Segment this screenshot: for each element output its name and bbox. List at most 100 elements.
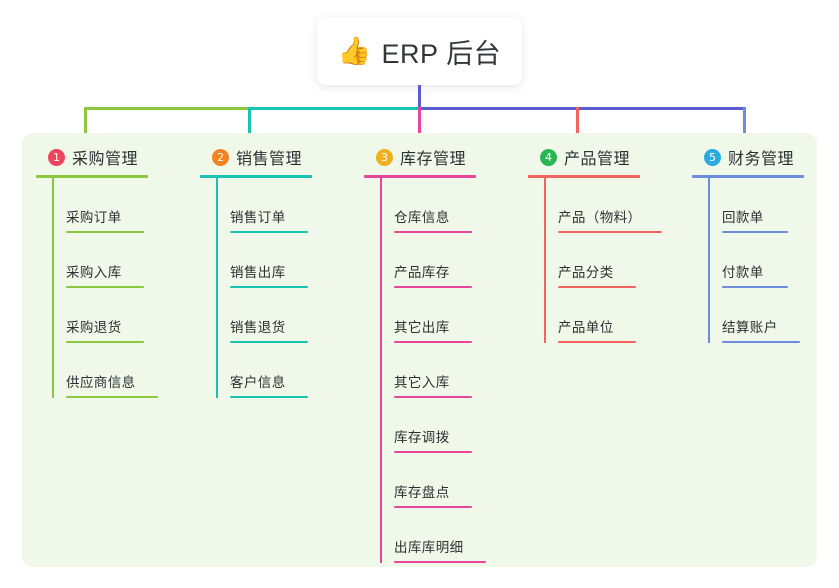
branch-column-1: 1 采购管理采购订单采购入库采购退货供应商信息 — [36, 145, 192, 398]
branch-item[interactable]: 产品分类 — [544, 233, 684, 288]
branch-spine — [708, 178, 710, 343]
branch-item-list: 销售订单销售出库销售退货客户信息 — [200, 178, 356, 398]
branch-title: 产品管理 — [564, 151, 631, 168]
branch-item[interactable]: 库存盘点 — [380, 453, 520, 508]
branch-title: 采购管理 — [72, 151, 139, 168]
root-node-card[interactable]: 👍 ERP 后台 — [317, 17, 522, 85]
branch-header-4[interactable]: 4 产品管理 — [528, 145, 684, 169]
branch-item-label: 结算账户 — [722, 320, 778, 335]
branch-item[interactable]: 付款单 — [708, 233, 822, 288]
branch-item-label: 付款单 — [722, 265, 764, 280]
root-node-title: ERP 后台 — [381, 38, 502, 69]
branch-spine — [216, 178, 218, 398]
branch-spine — [380, 178, 382, 563]
branch-item-label: 销售订单 — [230, 210, 286, 225]
branch-item[interactable]: 产品（物料） — [544, 178, 684, 233]
branch-item-label: 其它入库 — [394, 375, 450, 390]
branch-item-label: 其它出库 — [394, 320, 450, 335]
branch-item-underline — [722, 231, 788, 233]
branch-item[interactable]: 销售订单 — [216, 178, 356, 233]
branch-item[interactable]: 客户信息 — [216, 343, 356, 398]
branch-item-underline — [394, 451, 472, 453]
branch-item-underline — [558, 341, 636, 343]
branch-number-badge: 1 — [48, 148, 65, 166]
branch-item-label: 客户信息 — [230, 375, 286, 390]
branch-header-3[interactable]: 3 库存管理 — [364, 145, 520, 169]
branch-item-underline — [230, 286, 308, 288]
branch-item-label: 回款单 — [722, 210, 764, 225]
branch-item-label: 采购入库 — [66, 265, 122, 280]
branch-item-underline — [394, 506, 472, 508]
branch-item-underline — [230, 231, 308, 233]
branch-item[interactable]: 其它出库 — [380, 288, 520, 343]
branch-item-list: 回款单付款单结算账户 — [692, 178, 822, 343]
branch-item-list: 产品（物料） 产品分类产品单位 — [528, 178, 684, 343]
branch-item[interactable]: 采购订单 — [52, 178, 192, 233]
branch-header-1[interactable]: 1 采购管理 — [36, 145, 192, 169]
branch-item-underline — [66, 341, 144, 343]
branch-underline — [200, 175, 312, 178]
branch-item-underline — [230, 341, 308, 343]
branch-item-label: 销售出库 — [230, 265, 286, 280]
branch-item-underline — [394, 231, 472, 233]
branch-item-underline — [394, 396, 472, 398]
branch-item-list: 仓库信息产品库存其它出库其它入库库存调拨库存盘点出库库明细 — [364, 178, 520, 563]
diagram-panel — [22, 133, 817, 567]
branch-item-underline — [230, 396, 308, 398]
branch-item-underline — [66, 396, 158, 398]
branch-item-label: 产品单位 — [558, 320, 614, 335]
branch-item-label: 采购订单 — [66, 210, 122, 225]
branch-underline — [528, 175, 640, 178]
branch-item-underline — [558, 231, 662, 233]
branch-item[interactable]: 其它入库 — [380, 343, 520, 398]
branch-item-label: 库存调拨 — [394, 430, 450, 445]
branch-item[interactable]: 产品单位 — [544, 288, 684, 343]
branch-title: 财务管理 — [728, 151, 795, 168]
branch-item-label: 供应商信息 — [66, 375, 136, 390]
branch-item-label: 库存盘点 — [394, 485, 450, 500]
branch-number-badge: 4 — [540, 148, 557, 166]
branch-item[interactable]: 供应商信息 — [52, 343, 192, 398]
branch-underline — [364, 175, 476, 178]
branch-item[interactable]: 采购退货 — [52, 288, 192, 343]
branch-item[interactable]: 回款单 — [708, 178, 822, 233]
branch-item-label: 仓库信息 — [394, 210, 450, 225]
branch-item-underline — [722, 341, 800, 343]
branch-item[interactable]: 采购入库 — [52, 233, 192, 288]
branch-number-badge: 2 — [212, 148, 229, 166]
branch-item[interactable]: 结算账户 — [708, 288, 822, 343]
branch-item[interactable]: 产品库存 — [380, 233, 520, 288]
branch-spine — [52, 178, 54, 398]
branch-header-2[interactable]: 2 销售管理 — [200, 145, 356, 169]
branch-column-3: 3 库存管理仓库信息产品库存其它出库其它入库库存调拨库存盘点出库库明细 — [364, 145, 520, 563]
branch-item-list: 采购订单采购入库采购退货供应商信息 — [36, 178, 192, 398]
branch-title: 销售管理 — [236, 151, 303, 168]
branch-title: 库存管理 — [400, 151, 467, 168]
branch-column-5: 5 财务管理回款单付款单结算账户 — [692, 145, 822, 343]
branch-item-underline — [394, 286, 472, 288]
branch-item-underline — [394, 561, 486, 563]
branch-underline — [36, 175, 148, 178]
branch-item-label: 产品分类 — [558, 265, 614, 280]
branch-item-label: 产品（物料） — [558, 210, 642, 225]
branch-item[interactable]: 库存调拨 — [380, 398, 520, 453]
branch-item-label: 销售退货 — [230, 320, 286, 335]
branch-item[interactable]: 销售出库 — [216, 233, 356, 288]
branch-column-2: 2 销售管理销售订单销售出库销售退货客户信息 — [200, 145, 356, 398]
branch-item-label: 出库库明细 — [394, 540, 464, 555]
branch-spine — [544, 178, 546, 343]
branch-item-label: 采购退货 — [66, 320, 122, 335]
branch-item-label: 产品库存 — [394, 265, 450, 280]
branch-header-5[interactable]: 5 财务管理 — [692, 145, 822, 169]
branch-item-underline — [394, 341, 472, 343]
branch-number-badge: 5 — [704, 148, 721, 166]
branch-number-badge: 3 — [376, 148, 393, 166]
branch-item[interactable]: 销售退货 — [216, 288, 356, 343]
branch-item-underline — [66, 231, 144, 233]
branch-column-4: 4 产品管理产品（物料） 产品分类产品单位 — [528, 145, 684, 343]
branch-item[interactable]: 仓库信息 — [380, 178, 520, 233]
branch-item-underline — [66, 286, 144, 288]
branch-item-underline — [722, 286, 788, 288]
branch-item[interactable]: 出库库明细 — [380, 508, 520, 563]
branch-item-underline — [558, 286, 636, 288]
